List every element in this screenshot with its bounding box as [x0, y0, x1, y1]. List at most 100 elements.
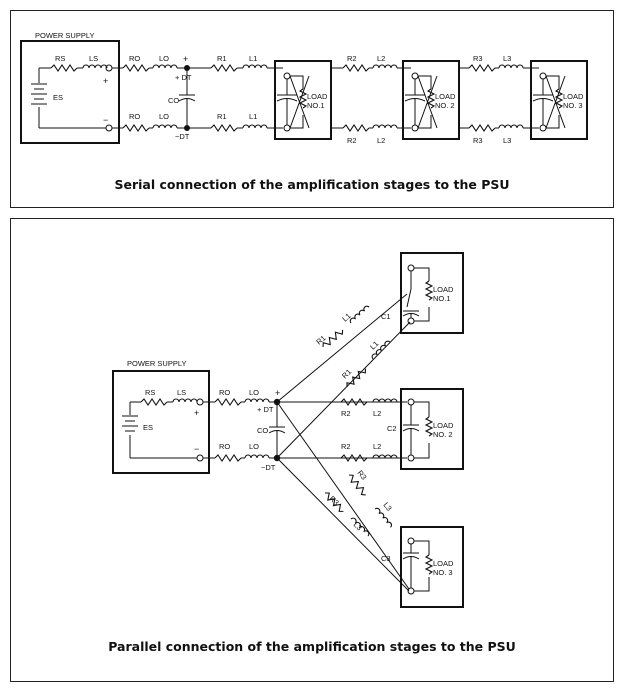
load-3-box: [530, 60, 588, 140]
r3-bottom-resistor: [468, 124, 496, 132]
rs-label: RS: [55, 54, 65, 63]
power-supply-label: POWER SUPPLY: [35, 31, 94, 40]
lo-top-label: LO: [159, 54, 169, 63]
parallel-caption: Parallel connection of the amplification…: [108, 639, 516, 654]
battery-es-symbol: [122, 401, 197, 459]
node-plus-sign: +: [183, 54, 188, 64]
r1-top-resistor: [210, 64, 238, 72]
load-1-number: NO.1: [433, 294, 451, 303]
battery-es-symbol: [31, 67, 106, 129]
load-2-number: NO. 2: [433, 430, 453, 439]
load-3-label: LOAD: [433, 559, 454, 568]
load-3-internal: [532, 72, 566, 132]
l3-top-label: L3: [503, 54, 511, 63]
power-supply-box: [112, 370, 210, 474]
l2-top-label: L2: [373, 409, 381, 418]
co-capacitor: [178, 68, 196, 128]
l2-top-inductor: [372, 64, 398, 69]
r2-bottom-label: R2: [341, 442, 351, 451]
es-label: ES: [53, 93, 63, 102]
l2-bottom-inductor: [372, 124, 398, 129]
ro-top-resistor: [214, 398, 242, 406]
l3-top-inductor: [498, 64, 524, 69]
load-3-number: NO. 3: [433, 568, 453, 577]
power-supply-box: [20, 40, 120, 144]
serial-diagram-panel: POWER SUPPLY ES RS LS + − RO LO RO LO: [10, 10, 614, 208]
supply-minus-sign: −: [194, 444, 199, 454]
l2-bottom-label: L2: [373, 442, 381, 451]
ro-bottom-resistor: [214, 454, 242, 462]
ro-bottom-label: RO: [219, 442, 230, 451]
power-supply-label: POWER SUPPLY: [127, 359, 186, 368]
rs-resistor: [50, 64, 78, 72]
ls-label: LS: [89, 54, 98, 63]
lo-top-label: LO: [249, 388, 259, 397]
lo-top-inductor: [152, 64, 178, 69]
dt-plus-label: + DT: [175, 73, 192, 82]
load-2-box: [402, 60, 460, 140]
dt-minus-label: −DT: [175, 132, 190, 141]
lo-bottom-label: LO: [249, 442, 259, 451]
supply-plus-sign: +: [103, 76, 108, 86]
supply-minus-terminal: [105, 124, 113, 132]
supply-minus-terminal: [196, 454, 204, 462]
l1-bottom-inductor: [242, 124, 268, 129]
r3-top-resistor: [468, 64, 496, 72]
l3-upper-inductor: [374, 506, 394, 528]
r3-top-label: R3: [473, 54, 483, 63]
dt-minus-label: −DT: [261, 463, 276, 472]
lo-top-inductor: [244, 398, 270, 403]
co-label: CO: [168, 96, 179, 105]
ro-top-label: RO: [129, 54, 140, 63]
r1-lower-label: R1: [340, 367, 353, 380]
c1-label: C1: [381, 312, 391, 321]
load-3-box: [400, 526, 464, 608]
serial-circuit-svg: POWER SUPPLY ES RS LS + − RO LO RO LO: [20, 31, 588, 145]
load-1-internal: [402, 264, 433, 325]
load-1-label: LOAD: [307, 92, 328, 101]
load-1-internal: [276, 72, 310, 132]
load-2-number: NO. 2: [435, 101, 455, 110]
lo-bottom-inductor: [244, 454, 270, 459]
c2-label: C2: [387, 424, 397, 433]
l1-upper-inductor: [348, 304, 370, 324]
node-plus-sign: +: [275, 388, 280, 398]
ls-label: LS: [177, 388, 186, 397]
co-capacitor: [268, 402, 286, 458]
rs-resistor: [140, 398, 168, 406]
supply-minus-sign: −: [103, 115, 108, 125]
load-1-number: NO.1: [307, 101, 325, 110]
ro-top-resistor: [122, 64, 150, 72]
r3-upper-label: R3: [355, 469, 368, 482]
r1-top-label: R1: [217, 54, 227, 63]
branch-wires: [276, 293, 411, 592]
rs-label: RS: [145, 388, 155, 397]
parallel-diagram-panel: POWER SUPPLY ES RS LS + − RO LO RO LO +: [10, 218, 614, 682]
r2-top-label: R2: [347, 54, 357, 63]
load-3-label: LOAD: [563, 92, 584, 101]
r1-bottom-label: R1: [217, 112, 227, 121]
l2-bottom-label: L2: [377, 136, 385, 145]
parallel-circuit-svg: POWER SUPPLY ES RS LS + − RO LO RO LO +: [112, 252, 464, 608]
l1-top-label: L1: [249, 54, 257, 63]
load-2-label: LOAD: [433, 421, 454, 430]
r1-bottom-resistor: [210, 124, 238, 132]
ro-bottom-resistor: [122, 124, 150, 132]
co-label: CO: [257, 426, 268, 435]
lo-bottom-label: LO: [159, 112, 169, 121]
load-2-label: LOAD: [435, 92, 456, 101]
lo-bottom-inductor: [152, 124, 178, 129]
r2-bottom-label: R2: [347, 136, 357, 145]
c3-label: C3: [381, 554, 391, 563]
ls-inductor: [172, 398, 198, 403]
serial-caption: Serial connection of the amplification s…: [114, 177, 510, 192]
es-label: ES: [143, 423, 153, 432]
dt-plus-label: + DT: [257, 405, 274, 414]
ro-bottom-label: RO: [129, 112, 140, 121]
r3-bottom-label: R3: [473, 136, 483, 145]
l2-top-label: L2: [377, 54, 385, 63]
r2-top-resistor: [342, 64, 370, 72]
load-1-label: LOAD: [433, 285, 454, 294]
load-2-internal: [404, 72, 438, 132]
load-1-box: [400, 252, 464, 334]
